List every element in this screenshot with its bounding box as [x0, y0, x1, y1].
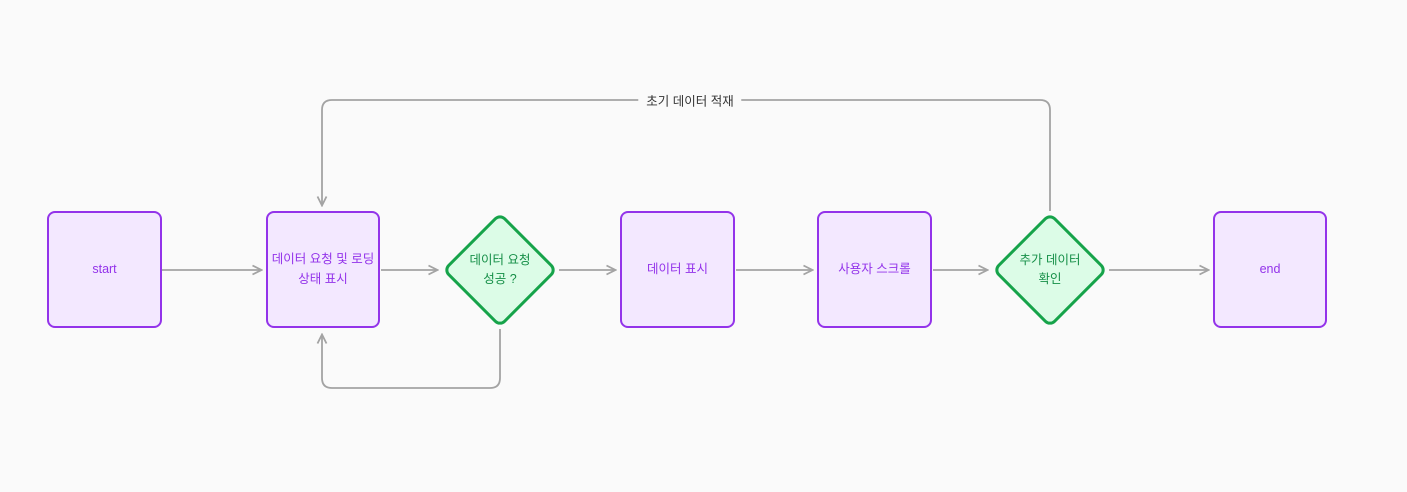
edge-request-success-to-request-loading	[322, 329, 501, 389]
node-label: end	[1259, 261, 1281, 276]
node-request-success-decision: 데이터 요청 성공 ?	[442, 212, 558, 328]
node-label: 추가 데이터 확인	[1019, 252, 1081, 286]
node-start: start	[47, 211, 162, 328]
node-data-display: 데이터 표시	[620, 211, 735, 328]
node-label: 사용자 스크롤	[838, 261, 911, 276]
node-end: end	[1213, 211, 1327, 328]
node-user-scroll: 사용자 스크롤	[817, 211, 932, 328]
node-label: start	[92, 261, 117, 276]
node-label: 데이터 표시	[647, 261, 708, 276]
node-more-data-check-decision: 추가 데이터 확인	[992, 212, 1108, 328]
node-label: 데이터 요청 및 로딩 상태 표시	[271, 252, 375, 286]
edge-label-initial-data-load: 초기 데이터 적재	[638, 88, 742, 112]
node-request-loading: 데이터 요청 및 로딩 상태 표시	[266, 211, 380, 328]
edge-more-data-check-to-request-loading	[322, 99, 1051, 211]
node-label: 데이터 요청 성공 ?	[469, 252, 531, 286]
